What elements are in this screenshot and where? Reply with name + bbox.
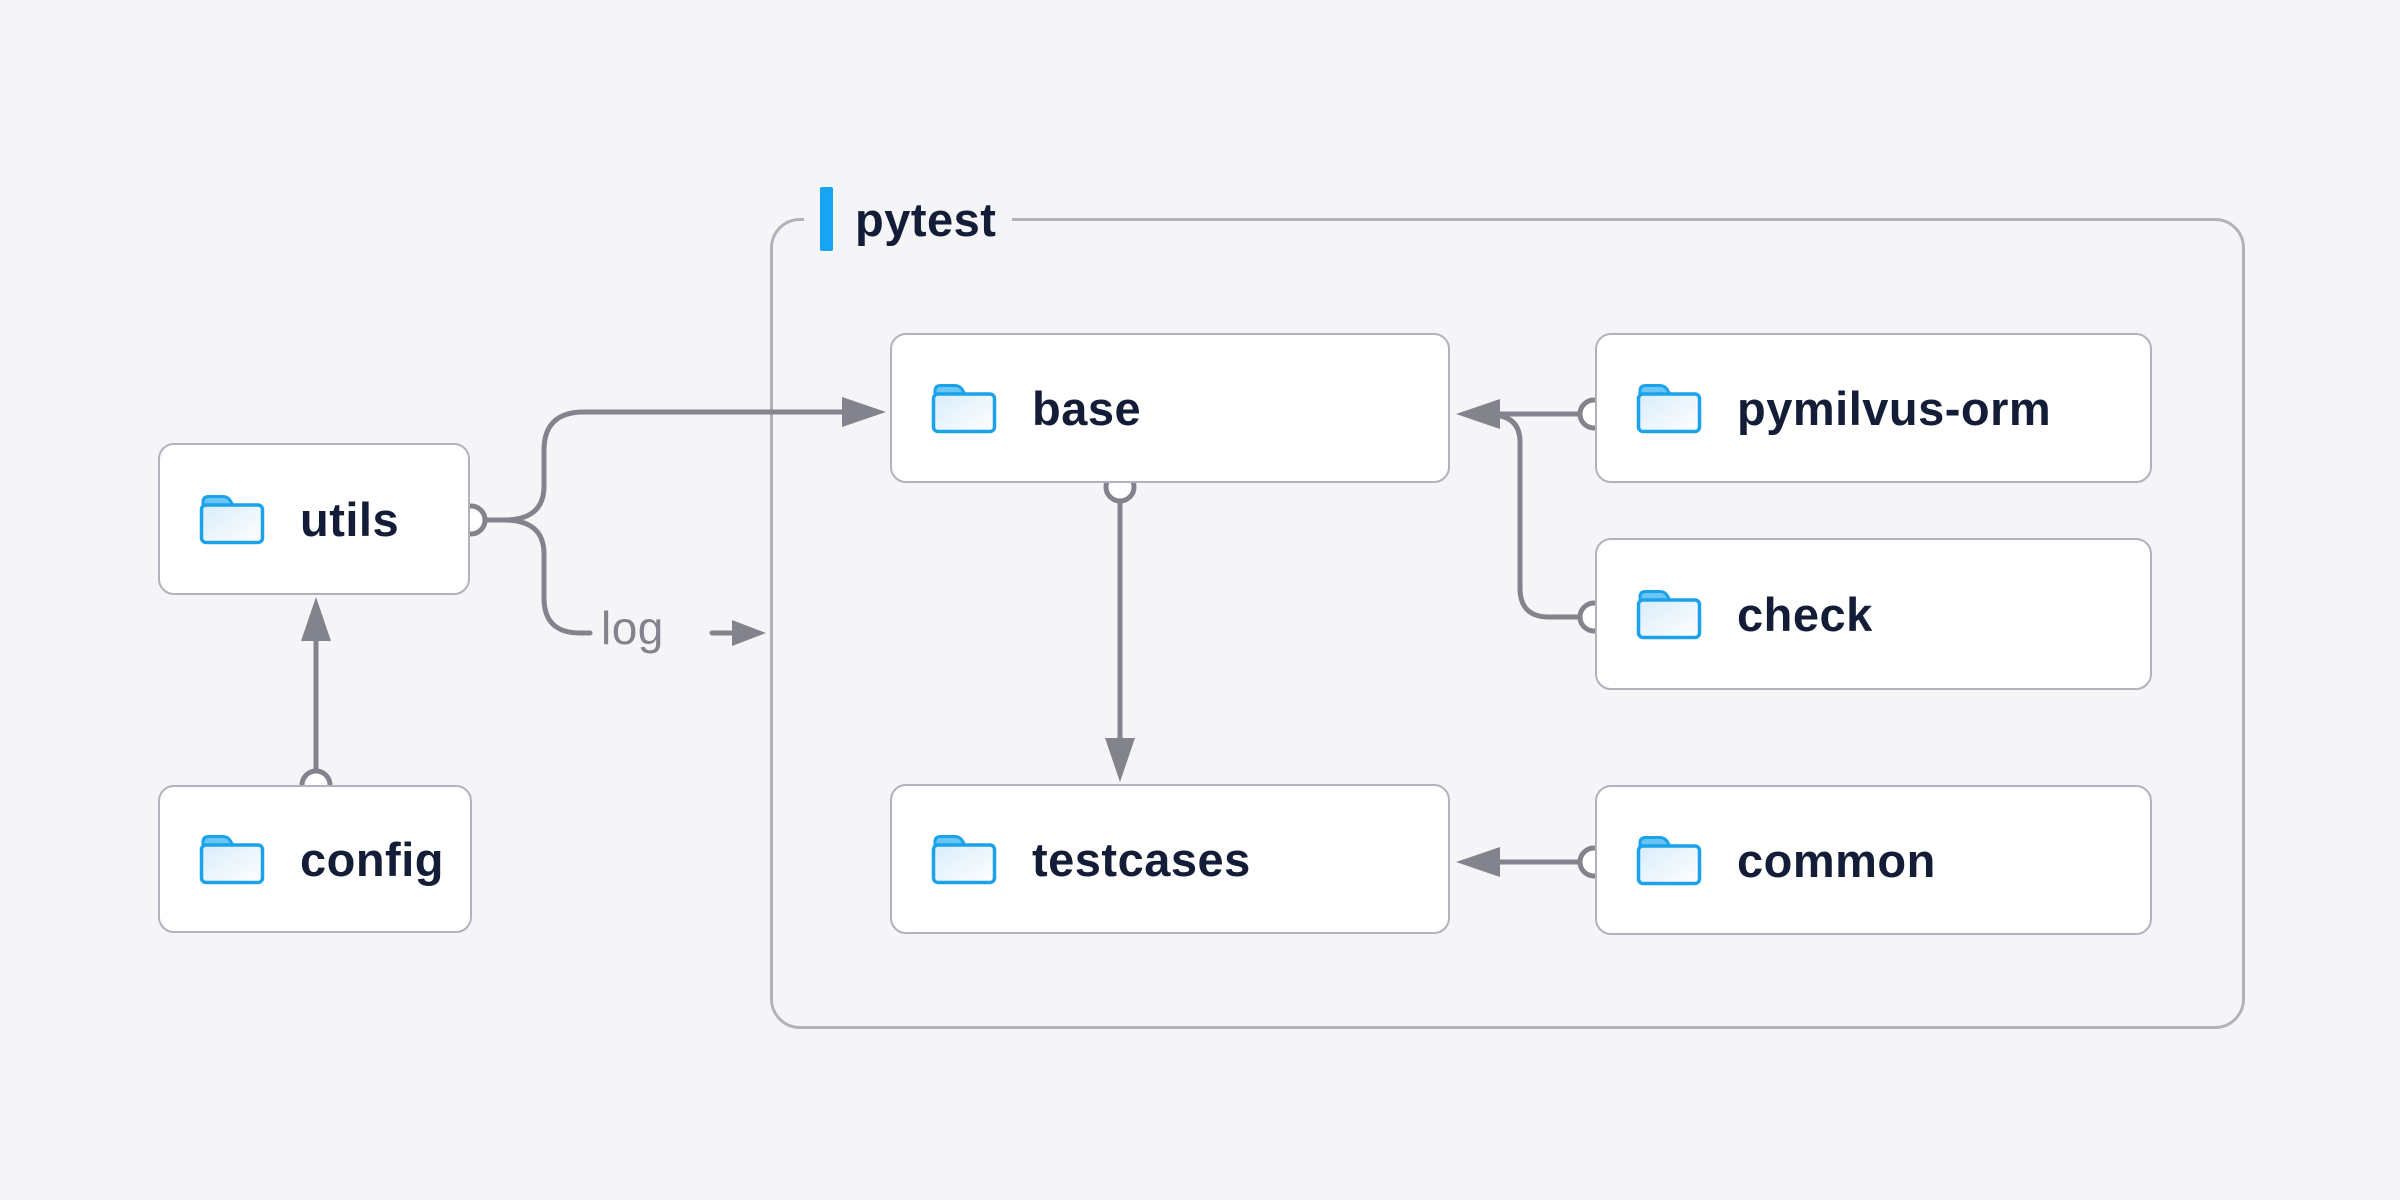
node-label: testcases (1032, 832, 1251, 886)
node-utils[interactable]: utils (158, 443, 470, 595)
folder-icon (1635, 587, 1703, 641)
node-pymilvus-orm[interactable]: pymilvus-orm (1595, 333, 2152, 483)
folder-icon (930, 381, 998, 435)
edge-config-utils (301, 597, 331, 773)
folder-icon (930, 832, 998, 886)
node-testcases[interactable]: testcases (890, 784, 1450, 934)
folder-icon (198, 832, 266, 886)
node-config[interactable]: config (158, 785, 472, 933)
node-label: common (1737, 833, 1936, 887)
node-label: check (1737, 587, 1873, 641)
folder-icon (1635, 833, 1703, 887)
pytest-group-container (770, 218, 2245, 1029)
folder-icon (1635, 381, 1703, 435)
node-check[interactable]: check (1595, 538, 2152, 690)
node-label: utils (300, 492, 400, 546)
node-label: base (1032, 381, 1142, 435)
pytest-title: pytest (855, 192, 997, 246)
node-label: config (300, 832, 444, 886)
node-common[interactable]: common (1595, 785, 2152, 935)
node-label: pymilvus-orm (1737, 381, 2052, 435)
pytest-label: pytest (804, 177, 1013, 261)
node-base[interactable]: base (890, 333, 1450, 483)
folder-icon (198, 492, 266, 546)
edge-label-log: log (601, 602, 664, 654)
accent-bar-icon (820, 187, 833, 251)
